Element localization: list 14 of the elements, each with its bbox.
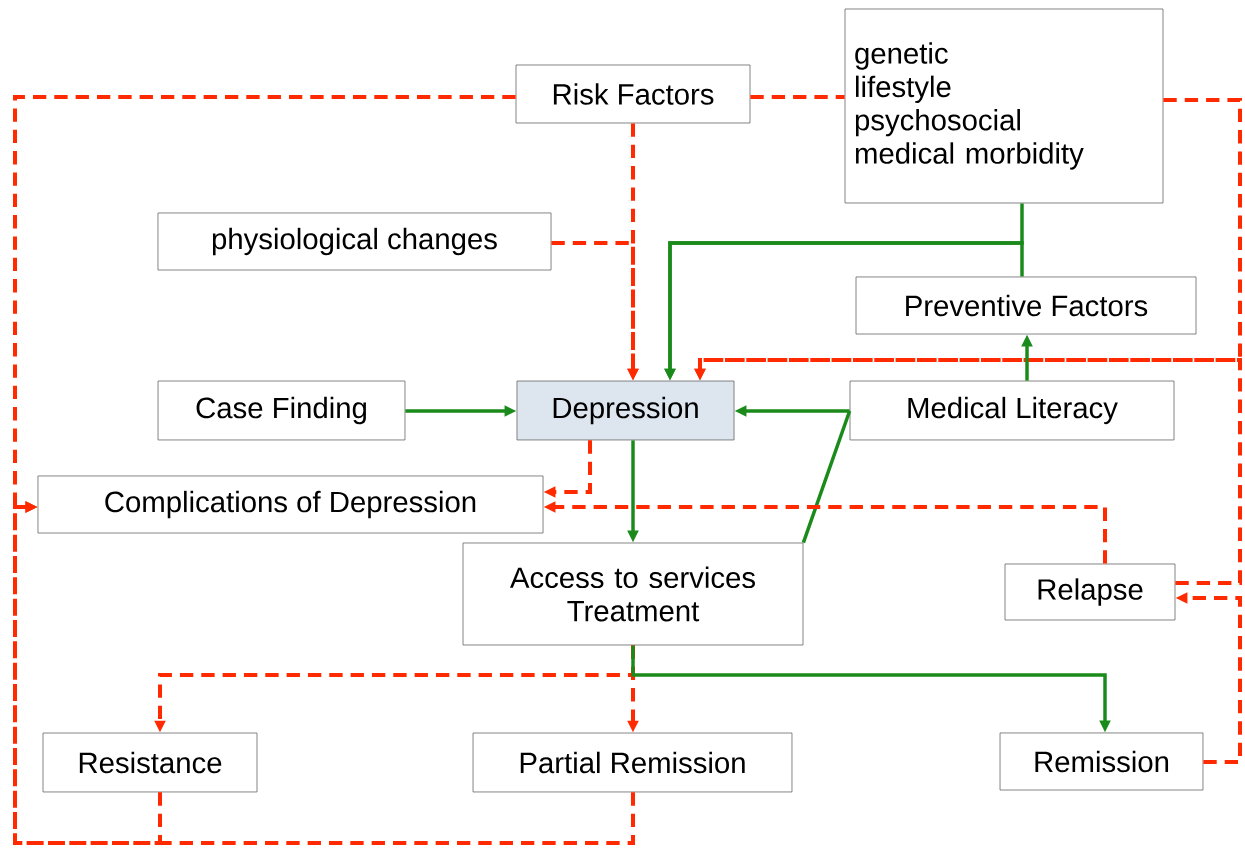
text-box: physiological changes [157, 212, 552, 271]
text-box: Depression [516, 380, 735, 441]
text-box: Resistance [42, 732, 258, 793]
text-box: Preventive Factors [855, 276, 1197, 335]
text-box: Medical Literacy [849, 380, 1175, 441]
arrow [13, 501, 635, 845]
text-box: Case Finding [157, 380, 406, 441]
text-box: Relapse [1004, 563, 1176, 621]
text-box: Complications of Depression [37, 475, 544, 534]
text-box: Partial Remission [472, 732, 793, 793]
text-box: genetic lifestyle psychosocial medical morbidity [844, 8, 1164, 204]
text-box: Access to services Treatment [462, 542, 804, 646]
text-box: Remission [999, 732, 1204, 791]
text-box: Risk Factors [515, 64, 751, 124]
